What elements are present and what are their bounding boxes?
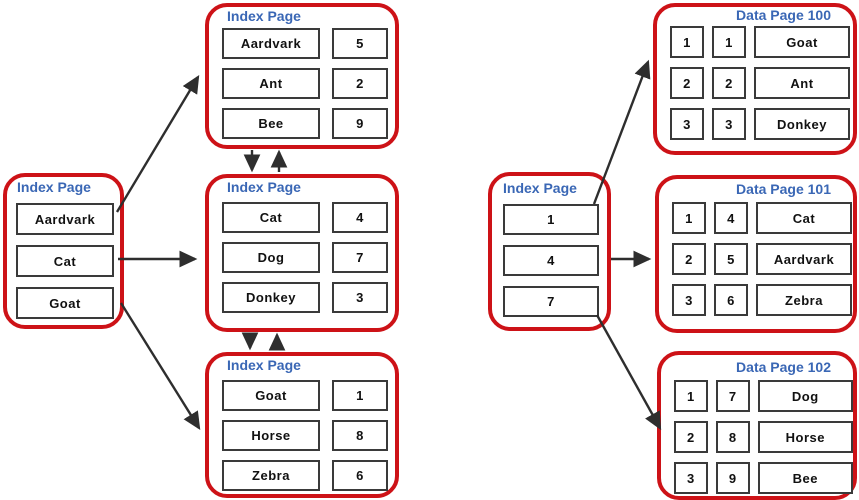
page-title: Index Page [227,357,301,373]
data-row: 3 3 Donkey [670,108,853,140]
data-page-102: Data Page 102 1 7 Dog 2 8 Horse 3 9 Bee [657,351,857,500]
value-cell: Goat [754,26,850,58]
arrow-goat-to-bottom-index [119,302,201,431]
index-key-cell: Goat [16,287,114,319]
id-cell: 8 [715,421,750,453]
value-cell: Aardvark [756,243,852,275]
data-row: 1 7 Dog [674,380,853,412]
index-key-cell: Horse [222,420,320,451]
data-page-100: Data Page 100 1 1 Goat 2 2 Ant 3 3 Donke… [653,3,857,155]
index-key-cell: Ant [222,68,320,99]
index-key-cell: Zebra [222,460,320,491]
index-row: Cat [16,245,120,277]
value-cell: Dog [757,380,853,412]
page-title: Index Page [227,179,301,195]
id-cell: 7 [715,380,750,412]
page-title: Index Page [503,180,577,196]
slot-cell: 3 [674,462,708,494]
slot-cell: 3 [672,284,706,316]
index-key-cell: Cat [16,245,114,277]
slot-cell: 3 [670,108,704,140]
index-page-top: Index Page Aardvark 5 Ant 2 Bee 9 [205,3,399,149]
page-title: Data Page 101 [736,181,831,197]
slot-cell: 2 [670,67,704,99]
index-page-root: Index Page 1 4 7 [488,172,611,331]
id-cell: 3 [712,108,746,140]
index-page-number-cell: 8 [332,420,388,451]
value-cell: Cat [756,202,852,234]
value-cell: Bee [757,462,853,494]
index-row: Aardvark 5 [222,28,395,59]
index-page-number-cell: 2 [332,68,388,99]
slot-cell: 1 [670,26,704,58]
arrow-7-to-data-page-102 [595,314,662,431]
index-key-cell: Dog [222,242,320,273]
data-row: 3 9 Bee [674,462,853,494]
index-page-number-cell: 4 [332,202,388,233]
index-page-number-cell: 6 [332,460,388,491]
id-cell: 9 [715,462,750,494]
index-row: 7 [503,286,607,317]
id-cell: 2 [712,67,746,99]
page-title: Data Page 100 [736,7,831,23]
page-title: Index Page [17,179,91,195]
data-row: 3 6 Zebra [672,284,853,316]
index-row: Donkey 3 [222,282,395,313]
index-row: 1 [503,204,607,235]
index-row: Aardvark [16,203,120,235]
index-page-middle: Index Page Cat 4 Dog 7 Donkey 3 [205,174,399,332]
value-cell: Donkey [754,108,850,140]
index-key-cell: Cat [222,202,320,233]
data-row: 1 1 Goat [670,26,853,58]
id-cell: 1 [712,26,746,58]
index-key-cell: Aardvark [222,28,320,59]
index-row: Zebra 6 [222,460,395,491]
id-cell: 4 [714,202,748,234]
slot-cell: 2 [672,243,706,275]
index-page-number-cell: 7 [503,286,599,317]
id-cell: 6 [714,284,748,316]
slot-cell: 1 [672,202,706,234]
data-row: 2 8 Horse [674,421,853,453]
slot-cell: 1 [674,380,708,412]
index-page-number-cell: 1 [332,380,388,411]
index-page-number-cell: 3 [332,282,388,313]
index-row: Cat 4 [222,202,395,233]
data-row: 2 2 Ant [670,67,853,99]
index-page-number-cell: 4 [503,245,599,276]
id-cell: 5 [714,243,748,275]
index-row: Ant 2 [222,68,395,99]
index-row: Dog 7 [222,242,395,273]
index-page-left: Index Page Aardvark Cat Goat [3,173,124,329]
data-page-101: Data Page 101 1 4 Cat 2 5 Aardvark 3 6 Z… [655,175,857,333]
index-page-number-cell: 9 [332,108,388,139]
index-row: Bee 9 [222,108,395,139]
data-row: 1 4 Cat [672,202,853,234]
page-title: Index Page [227,8,301,24]
index-row: 4 [503,245,607,276]
page-title: Data Page 102 [736,359,831,375]
index-row: Goat 1 [222,380,395,411]
index-page-number-cell: 5 [332,28,388,59]
index-key-cell: Donkey [222,282,320,313]
index-row: Horse 8 [222,420,395,451]
index-page-number-cell: 7 [332,242,388,273]
value-cell: Ant [754,67,850,99]
slot-cell: 2 [674,421,708,453]
value-cell: Horse [757,421,853,453]
index-key-cell: Goat [222,380,320,411]
index-key-cell: Bee [222,108,320,139]
index-page-bottom: Index Page Goat 1 Horse 8 Zebra 6 [205,352,399,498]
index-key-cell: Aardvark [16,203,114,235]
data-row: 2 5 Aardvark [672,243,853,275]
index-row: Goat [16,287,120,319]
value-cell: Zebra [756,284,852,316]
arrow-aardvark-to-top-index [115,74,200,213]
index-page-number-cell: 1 [503,204,599,235]
